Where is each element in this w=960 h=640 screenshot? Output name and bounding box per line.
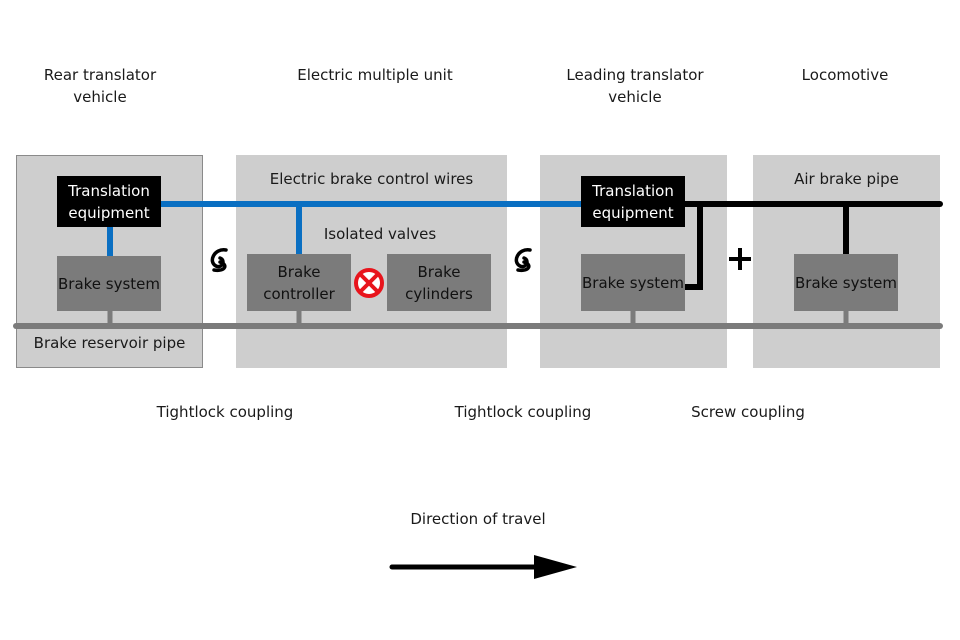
reservoir-pipe-label: Brake reservoir pipe — [33, 334, 186, 352]
leading-brake-system: Brake system — [581, 254, 685, 311]
leading-air-drop — [684, 204, 703, 290]
hose-coupling-icon — [514, 248, 532, 273]
coupling-label-3: Screw coupling — [691, 403, 805, 421]
vehicle-title-rear: Rear translator vehicle — [43, 66, 157, 106]
coupling-label-1: Tightlock coupling — [156, 403, 294, 421]
direction-arrow-icon — [389, 555, 577, 579]
air-brake-pipe-label: Air brake pipe — [794, 170, 899, 188]
locomotive-brake-system: Brake system — [794, 254, 898, 311]
vehicle-title-locomotive: Locomotive — [801, 66, 889, 84]
coupling-label-2: Tightlock coupling — [454, 403, 592, 421]
rear-brake-system: Brake system — [57, 256, 161, 311]
leading-translation-equipment: Translation equipment — [581, 176, 685, 227]
isolated-valve-icon — [354, 268, 384, 298]
rear-translation-equipment: Translation equipment — [57, 176, 161, 227]
hose-coupling-icon — [210, 248, 228, 273]
isolated-valves-label: Isolated valves — [323, 225, 437, 243]
vehicle-title-leading: Leading translator vehicle — [566, 66, 704, 106]
direction-label: Direction of travel — [410, 510, 546, 528]
emu-brake-controller: Brake controller — [247, 254, 351, 311]
emu-brake-cylinders: Brake cylinders — [387, 254, 491, 311]
plus-icon — [729, 248, 751, 270]
electric-wires-label: Electric brake control wires — [269, 170, 474, 188]
vehicle-title-emu: Electric multiple unit — [297, 66, 453, 84]
